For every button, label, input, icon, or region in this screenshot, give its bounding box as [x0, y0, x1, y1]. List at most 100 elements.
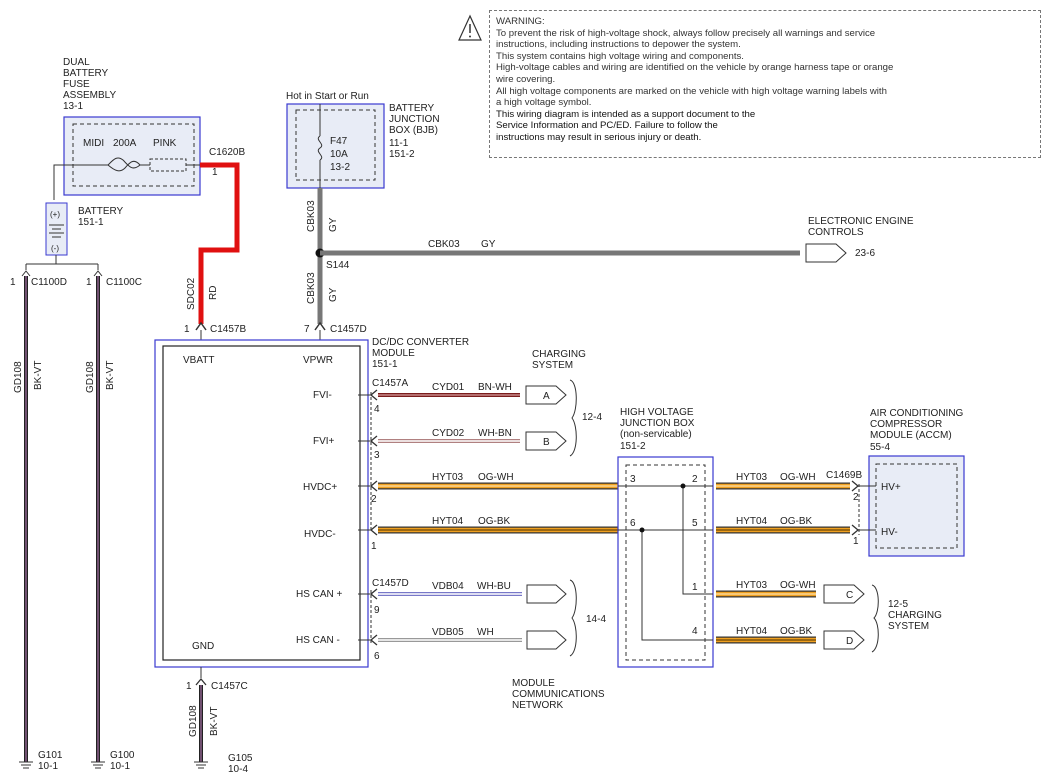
cbk03-upper-color: GY — [328, 217, 339, 232]
accm-pin-minus: 1 — [853, 536, 859, 547]
ground1-circuit: GD108 — [13, 361, 24, 393]
battery-icon — [49, 224, 64, 238]
cbk03-lower-color: GY — [328, 287, 339, 302]
charging-connector-b — [525, 431, 567, 451]
eec-label-2: CONTROLS — [808, 227, 864, 238]
ground-wire-1 — [19, 270, 33, 769]
dcdc-ref: 151-1 — [372, 359, 398, 370]
hyt03-right-circuit: HYT03 — [736, 472, 768, 483]
charging-top-ref: 12-4 — [582, 412, 602, 423]
fuse-pin: 1 — [212, 167, 218, 178]
cbk03-upper-circuit: CBK03 — [306, 200, 317, 232]
network-ref: 14-4 — [586, 614, 606, 625]
dcdc-gnd-ref: 10-4 — [228, 764, 248, 775]
hyt04-right-color: OG-BK — [780, 516, 813, 527]
cbk03-connector: C1457D — [330, 324, 367, 335]
ground1-pin: 1 — [10, 277, 16, 288]
dcdc-label-2: MODULE — [372, 348, 415, 359]
warning-line-1: To prevent the risk of high-voltage shoc… — [496, 27, 876, 39]
network-label-3: NETWORK — [512, 700, 563, 711]
accm-label-3: MODULE (ACCM) — [870, 430, 952, 441]
pinnum-hvdc-plus: 2 — [371, 494, 377, 505]
dcdc-gnd-id: G105 — [228, 753, 253, 764]
sdc02-connector: C1457B — [210, 324, 246, 335]
hyt03-lower-color: OG-WH — [780, 580, 816, 591]
cbk03-lower-circuit: CBK03 — [306, 272, 317, 304]
pinnum-fvi-minus: 4 — [374, 404, 380, 415]
accm-label-2: COMPRESSOR — [870, 419, 942, 430]
hvjb-pin-5: 5 — [692, 518, 698, 529]
hyt04-right-circuit: HYT04 — [736, 516, 768, 527]
pin-can-plus: HS CAN + — [296, 589, 343, 600]
battery-ref: 151-1 — [78, 217, 104, 228]
pin-vpwr: VPWR — [303, 355, 333, 366]
cyd01-circuit: CYD01 — [432, 382, 465, 393]
charging-c: C — [846, 590, 853, 601]
hvjb-label-3: (non-servicable) — [620, 429, 692, 440]
warning-line-2: instructions, including instructions to … — [496, 39, 741, 51]
hvjb-ref: 151-2 — [620, 441, 646, 452]
vdb05-color: WH — [477, 627, 494, 638]
fuse-f47-icon — [317, 135, 323, 161]
fuse-assembly-label-2: BATTERY — [63, 68, 109, 79]
ground1-id: G101 — [38, 750, 63, 761]
fuse-connector: C1620B — [209, 147, 245, 158]
pin-can-minus: HS CAN - — [296, 635, 340, 646]
charging-d: D — [846, 636, 853, 647]
hyt04-left-circuit: HYT04 — [432, 516, 464, 527]
bjb-fuse-ref: 13-2 — [330, 162, 350, 173]
accm-pin-plus: 2 — [853, 492, 859, 503]
cyd01-color: BN-WH — [478, 382, 512, 393]
hyt03-left-circuit: HYT03 — [432, 472, 464, 483]
ground-wire-2 — [91, 270, 105, 769]
fuse-assembly-label-1: DUAL — [63, 57, 90, 68]
pin-fvi-minus: FVI- — [313, 390, 332, 401]
bjb-rating: 10A — [330, 149, 348, 160]
hvjb-pin-6: 6 — [630, 518, 636, 529]
fuse-assembly-label-3: FUSE — [63, 79, 90, 90]
sdc02-circuit: SDC02 — [186, 277, 197, 310]
dcdc-gnd-connector: C1457C — [211, 681, 248, 692]
vdb05-circuit: VDB05 — [432, 627, 464, 638]
warning-line-4: High-voltage cables and wiring are ident… — [496, 62, 894, 74]
bjb-label-1: BATTERY — [389, 103, 435, 114]
pinnum-hvdc-minus: 1 — [371, 541, 377, 552]
pin-vbatt: VBATT — [183, 355, 214, 366]
battery-plus: (+) — [50, 210, 60, 219]
accm-hv-plus: HV+ — [881, 482, 901, 493]
pinnum-can-plus: 9 — [374, 605, 380, 616]
ground2-circuit: GD108 — [85, 361, 96, 393]
bjb-ref-1: 11-1 — [389, 138, 409, 149]
warning-title: WARNING: — [496, 16, 545, 27]
bjb-label-2: JUNCTION — [389, 114, 440, 125]
splice-label: S144 — [326, 260, 350, 271]
cyd02-color: WH-BN — [478, 428, 512, 439]
hvjb-label-1: HIGH VOLTAGE — [620, 407, 694, 418]
bjb-hot-label: Hot in Start or Run — [286, 91, 369, 102]
dcdc-label-1: DC/DC CONVERTER — [372, 337, 469, 348]
charging-a: A — [543, 391, 550, 402]
pin-hvdc-plus: HVDC+ — [303, 482, 337, 493]
fuse-symbol-icon — [53, 157, 200, 200]
pin-hvdc-minus: HVDC- — [304, 529, 336, 540]
pin-fvi-plus: FVI+ — [313, 436, 335, 447]
warning-box: WARNING: To prevent the risk of high-vol… — [489, 10, 1041, 158]
ground1-color: BK-VT — [33, 361, 44, 390]
sdc02-color: RD — [208, 286, 219, 300]
hvjb-pin-4: 4 — [692, 626, 698, 637]
can-connector-2 — [526, 630, 567, 650]
accm-label-1: AIR CONDITIONING — [870, 408, 964, 419]
wire-sdc02 — [198, 162, 240, 324]
ground2-id: G100 — [110, 750, 135, 761]
bjb-inner — [295, 109, 376, 181]
vdb04-color: WH-BU — [477, 581, 511, 592]
accm-inner — [875, 463, 958, 549]
warning-support-3: instructions may result in serious injur… — [496, 131, 702, 143]
accm-frame — [868, 455, 965, 557]
hyt04-lower-color: OG-BK — [780, 626, 813, 637]
ground2-connector: C1100C — [106, 277, 142, 288]
ground2-color: BK-VT — [105, 361, 116, 390]
vdb04-circuit: VDB04 — [432, 581, 464, 592]
cbk03-pin: 7 — [304, 324, 310, 335]
